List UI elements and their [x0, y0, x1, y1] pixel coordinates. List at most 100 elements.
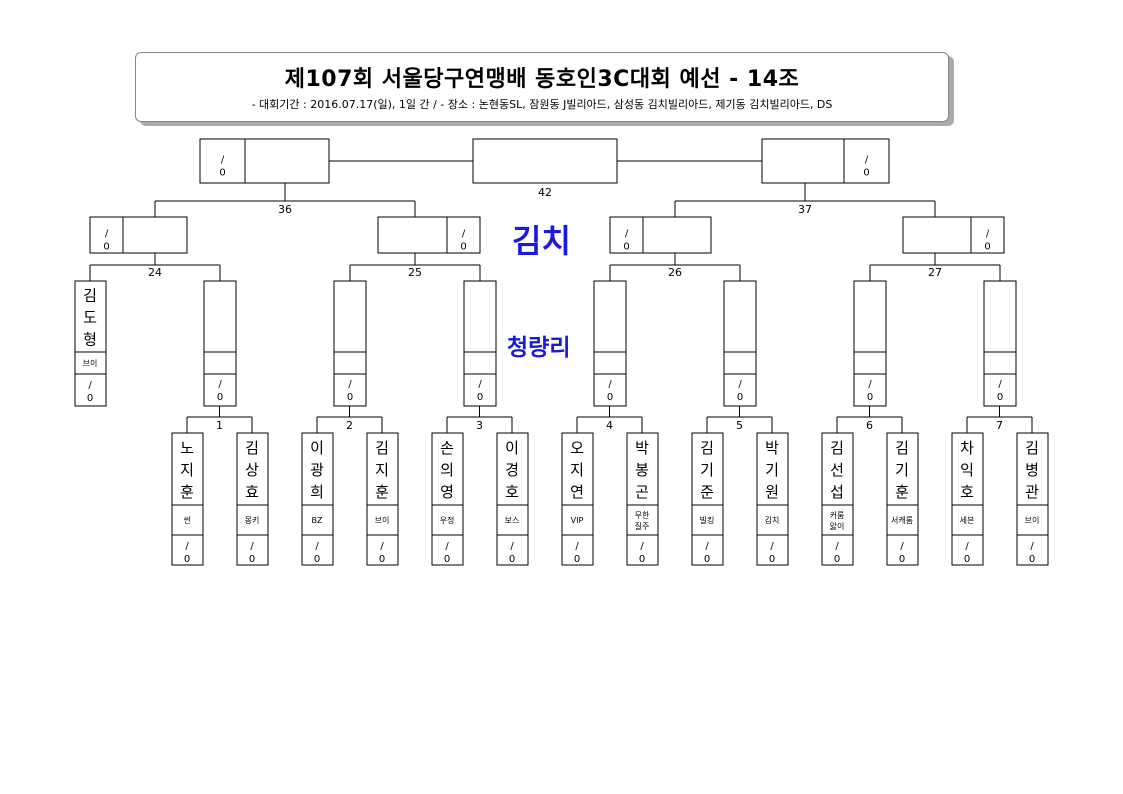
player-8-name-char: 봉 [635, 461, 649, 479]
winner-slot-7-score-top: / [998, 379, 1002, 390]
winner-slot-6-score-bottom: 0 [867, 392, 873, 403]
player-14-score-bottom: 0 [1029, 554, 1035, 565]
player-10-card [756, 432, 789, 566]
player-2-name-char: 김 [245, 439, 259, 457]
player-4-score-top: / [380, 541, 384, 552]
finalist-right-score-top: / [865, 155, 869, 166]
quarter-winner-1-score-top: / [105, 229, 109, 240]
player-4-name-char: 지 [375, 461, 389, 479]
player-1-club: 썬 [183, 516, 190, 525]
player-6-name-char: 이 [505, 439, 519, 457]
finalist-left-score-bottom: 0 [219, 168, 225, 179]
player-8-club: 무한 [635, 511, 650, 520]
player-7-score-bottom: 0 [574, 554, 580, 565]
player-7-score-top: / [575, 541, 579, 552]
match-number-36: 36 [278, 203, 292, 216]
player-10-club: 김치 [765, 515, 780, 525]
match-number-2: 2 [346, 419, 353, 432]
player-1-name-char: 훈 [180, 483, 194, 501]
bye-player-name-char: 김 [83, 287, 97, 305]
player-14-card [1016, 432, 1049, 566]
player-9-name-char: 준 [700, 483, 714, 501]
bye-player-score-top: / [88, 380, 92, 391]
player-8-name-char: 박 [635, 439, 649, 457]
player-9-club: 빌킹 [700, 515, 715, 525]
player-13-club: 세븐 [960, 516, 975, 525]
winner-slot-3-score-bottom: 0 [477, 392, 483, 403]
match-number-42: 42 [538, 186, 552, 199]
player-5-score-bottom: 0 [444, 554, 450, 565]
player-13-name-char: 호 [960, 483, 974, 501]
player-7-club: VIP [571, 516, 584, 525]
player-9-card [691, 432, 724, 566]
player-11-club: 앓이 [830, 521, 845, 531]
quarter-winner-3-box [609, 216, 712, 254]
player-3-name-char: 희 [310, 483, 324, 501]
finalist-right-score-bottom: 0 [863, 168, 869, 179]
player-2-score-bottom: 0 [249, 554, 255, 565]
winner-slot-7-score-bottom: 0 [997, 392, 1003, 403]
player-14-score-top: / [1030, 541, 1034, 552]
player-1-card [171, 432, 204, 566]
player-9-score-top: / [705, 541, 709, 552]
player-13-name-char: 익 [960, 461, 974, 479]
match-number-37: 37 [798, 203, 812, 216]
player-1-score-bottom: 0 [184, 554, 190, 565]
player-2-name-char: 효 [245, 483, 259, 501]
player-2-score-top: / [250, 541, 254, 552]
player-14-name-char: 김 [1025, 439, 1039, 457]
match-number-25: 25 [408, 266, 422, 279]
player-6-card [496, 432, 529, 566]
player-7-name-char: 지 [570, 461, 584, 479]
match-number-4: 4 [606, 419, 613, 432]
player-3-club: BZ [312, 516, 323, 525]
player-10-name-char: 기 [765, 461, 779, 479]
player-12-score-bottom: 0 [899, 554, 905, 565]
player-13-score-top: / [965, 541, 969, 552]
player-4-club: 브이 [375, 515, 390, 525]
winner-slot-1-score-bottom: 0 [217, 392, 223, 403]
winner-slot-4-score-bottom: 0 [607, 392, 613, 403]
player-13-score-bottom: 0 [964, 554, 970, 565]
finalist-left-score-top: / [221, 155, 225, 166]
player-8-name-char: 곤 [635, 483, 649, 501]
player-8-card [626, 432, 659, 566]
finalist-right-box [761, 138, 890, 184]
player-13-card [951, 432, 984, 566]
player-5-score-top: / [445, 541, 449, 552]
winner-slot-2-card [333, 280, 367, 407]
quarter-winner-1-score-bottom: 0 [103, 242, 109, 253]
player-6-score-bottom: 0 [509, 554, 515, 565]
player-12-name-char: 김 [895, 439, 909, 457]
player-14-club: 브이 [1025, 515, 1040, 525]
winner-slot-3-score-top: / [478, 379, 482, 390]
winner-slot-5-score-top: / [738, 379, 742, 390]
player-5-name-char: 의 [440, 461, 454, 479]
player-12-name-char: 훈 [895, 483, 909, 501]
player-11-score-top: / [835, 541, 839, 552]
player-5-name-char: 손 [440, 439, 454, 457]
player-11-name-char: 김 [830, 439, 844, 457]
player-10-name-char: 박 [765, 439, 779, 457]
bye-player-score-bottom: 0 [87, 393, 93, 404]
match-number-5: 5 [736, 419, 743, 432]
venue-label-primary: 김치 [512, 222, 571, 260]
player-6-name-char: 경 [505, 461, 519, 479]
finalist-left-box [199, 138, 330, 184]
player-7-name-char: 오 [570, 439, 584, 457]
player-12-name-char: 기 [895, 461, 909, 479]
quarter-winner-3-score-top: / [625, 229, 629, 240]
player-4-name-char: 김 [375, 439, 389, 457]
player-2-club: 몽키 [245, 516, 260, 525]
player-1-name-char: 노 [180, 439, 194, 457]
quarter-winner-2-score-top: / [462, 229, 466, 240]
player-14-name-char: 병 [1025, 461, 1039, 479]
player-11-card [821, 432, 854, 566]
player-11-club: 커룸 [830, 511, 845, 520]
champion-box [472, 138, 618, 184]
winner-slot-2-score-top: / [348, 379, 352, 390]
player-11-name-char: 섭 [830, 483, 844, 501]
player-12-score-top: / [900, 541, 904, 552]
player-1-name-char: 지 [180, 461, 194, 479]
player-10-name-char: 원 [765, 483, 779, 501]
